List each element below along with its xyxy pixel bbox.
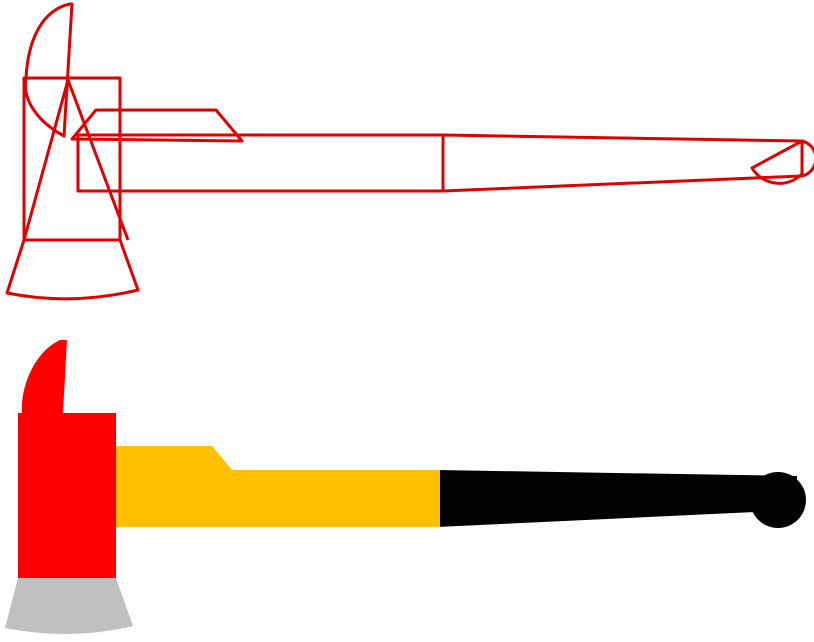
axe-head — [18, 413, 116, 580]
axe-filled-drawing — [5, 340, 806, 635]
outline-spike — [23, 2, 74, 138]
axe-outline-drawing — [5, 2, 814, 301]
outline-collar-top — [70, 108, 244, 143]
outline-collar-body — [76, 133, 445, 193]
outline-blade — [5, 238, 140, 301]
axe-blade-edge — [5, 578, 133, 635]
axe-spike — [21, 340, 67, 413]
outline-knob — [750, 139, 804, 185]
axe-collar — [108, 446, 440, 527]
outline-head-block — [22, 76, 122, 242]
axe-grip — [437, 470, 797, 527]
axe-knob — [750, 472, 806, 528]
outline-guide-left — [22, 79, 70, 241]
outline-grip — [441, 133, 804, 193]
outline-guide-right — [66, 79, 130, 241]
outline-knob-arc — [801, 139, 814, 178]
